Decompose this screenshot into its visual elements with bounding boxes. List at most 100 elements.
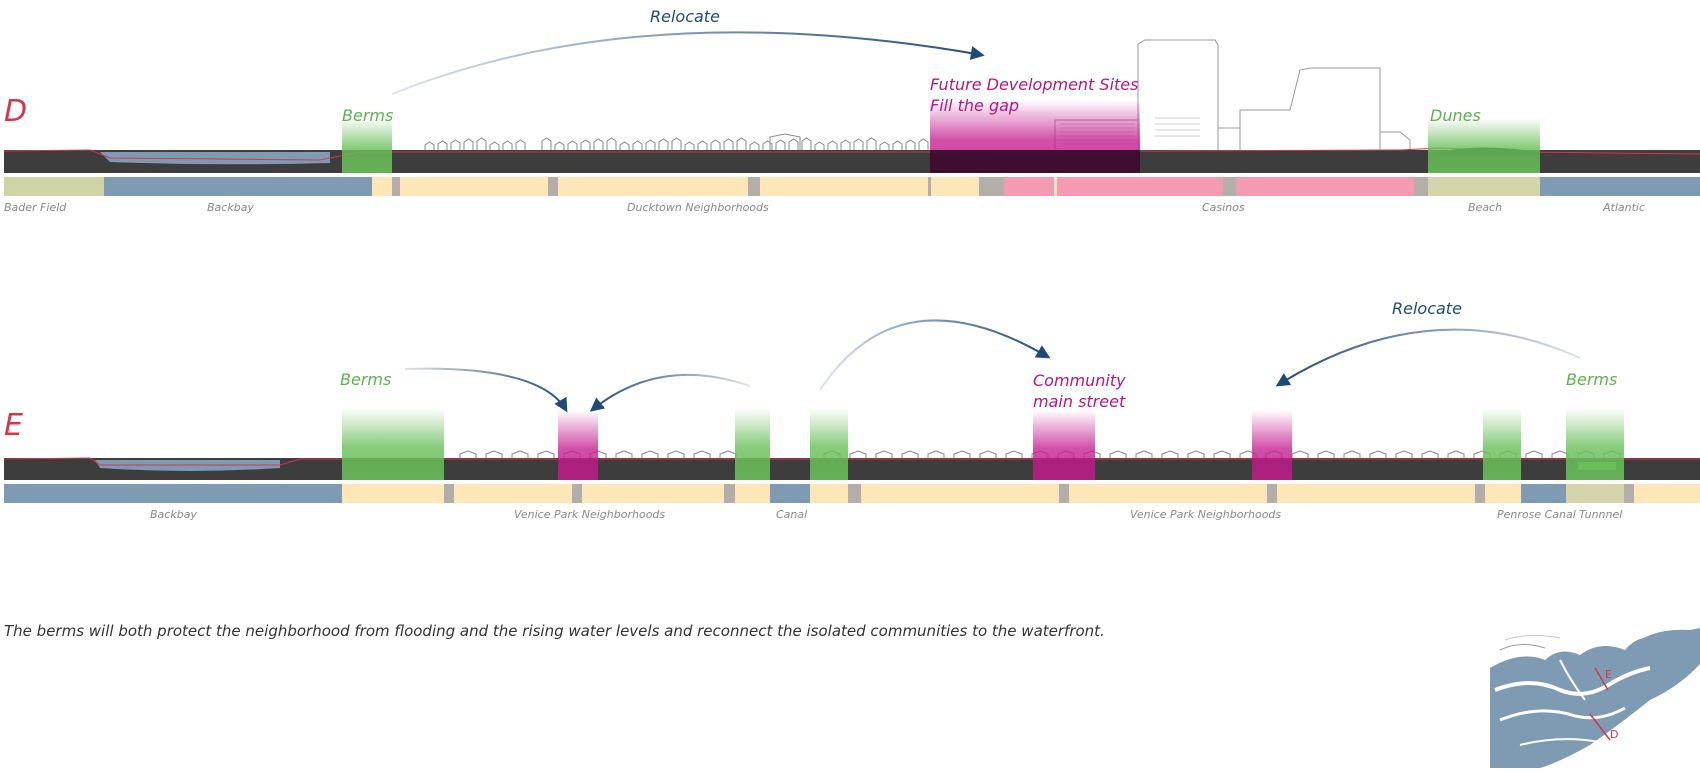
relocate-arrow-e xyxy=(1275,328,1581,387)
dev-dark-d xyxy=(930,150,1140,173)
zone-label-venice-park-2: Venice Park Neighborhoods xyxy=(1130,508,1282,521)
house-outline xyxy=(658,138,669,151)
berm-highlight-e3 xyxy=(810,408,848,480)
house-outline xyxy=(719,450,737,459)
map-marker-d: D xyxy=(1610,728,1619,741)
house-outline xyxy=(693,450,711,459)
zone-bar-d xyxy=(4,177,1700,196)
main-street-highlight-e1 xyxy=(558,410,598,480)
house-outline xyxy=(593,138,604,151)
section-marker-d xyxy=(1589,713,1611,741)
zone-label-beach: Beach xyxy=(1468,201,1503,214)
house-outline xyxy=(511,450,529,459)
main-street-highlight-e2 xyxy=(1033,410,1095,480)
berms-label-e-right: Berms xyxy=(1566,370,1618,389)
house-outline xyxy=(1421,450,1439,459)
dev-label-line2: Fill the gap xyxy=(930,96,1020,115)
zone-label-venice-park-1: Venice Park Neighborhoods xyxy=(514,508,666,521)
dunes-label-d: Dunes xyxy=(1430,106,1481,125)
house-outline xyxy=(667,450,685,459)
zone-bar-e xyxy=(4,484,1700,503)
arrow-berm-to-street xyxy=(404,367,568,413)
zone-label-canal: Canal xyxy=(776,508,808,521)
house-outline xyxy=(1161,450,1179,459)
house-outline xyxy=(1213,450,1231,459)
zone-label-bader-field: Bader Field xyxy=(4,201,67,214)
north-arrow-icon xyxy=(1690,754,1696,762)
section-d-letter: D xyxy=(4,94,28,129)
house-outline xyxy=(641,450,659,459)
arrow-canal-to-community xyxy=(819,319,1051,391)
house-outline xyxy=(632,140,643,151)
house-outline xyxy=(684,141,695,151)
house-outline xyxy=(1109,450,1127,459)
house-outline xyxy=(1447,450,1465,459)
berm-highlight-e4 xyxy=(1483,408,1521,480)
ducktown-houses xyxy=(424,133,929,151)
zone-label-backbay-e: Backbay xyxy=(150,508,197,521)
house-outline xyxy=(1291,450,1309,459)
relocate-arrow-d xyxy=(391,31,985,95)
house-outline xyxy=(879,141,890,151)
house-outline xyxy=(979,450,997,459)
house-outline xyxy=(476,137,487,151)
house-outline xyxy=(814,141,825,151)
berm-highlight-e1 xyxy=(342,408,444,480)
berms-label-e-left: Berms xyxy=(340,370,392,389)
house-outline xyxy=(424,141,435,151)
house-outline xyxy=(775,139,786,151)
community-label-line2: main street xyxy=(1033,392,1126,411)
section-d-graphic xyxy=(3,31,1700,196)
zone-label-penrose-canal: Penrose Canal xyxy=(1497,508,1576,521)
zone-label-backbay-d: Backbay xyxy=(207,201,254,214)
house-outline xyxy=(736,137,747,151)
house-outline xyxy=(450,139,461,151)
house-outline xyxy=(606,137,617,151)
house-outline xyxy=(710,139,721,151)
ground-top-line-e xyxy=(3,457,1700,466)
house-outline xyxy=(489,141,500,151)
house-outline xyxy=(1343,450,1361,459)
house-outline xyxy=(437,140,448,151)
section-e-graphic xyxy=(3,319,1700,503)
house-outline xyxy=(840,139,851,151)
house-outline xyxy=(853,138,864,151)
map-marker-e: E xyxy=(1605,668,1612,681)
house-outline xyxy=(671,137,682,151)
house-outline xyxy=(866,137,877,151)
ground-d xyxy=(4,150,1700,173)
zone-label-casinos: Casinos xyxy=(1202,201,1245,214)
house-outline xyxy=(615,450,633,459)
house-outline xyxy=(762,140,773,151)
house-outline xyxy=(541,137,552,151)
main-street-highlight-e3 xyxy=(1252,410,1292,480)
house-outline xyxy=(1395,450,1413,459)
house-outline xyxy=(1369,450,1387,459)
house-outline xyxy=(1551,450,1569,459)
house-outline xyxy=(953,450,971,459)
house-outline xyxy=(1135,450,1153,459)
house-outline xyxy=(619,141,630,151)
house-outline xyxy=(502,140,513,151)
zone-label-atlantic: Atlantic xyxy=(1603,201,1646,214)
house-outline xyxy=(645,139,656,151)
berm-highlight-d xyxy=(342,118,392,173)
house-outline xyxy=(905,139,916,151)
house-outline xyxy=(1317,450,1335,459)
house-outline xyxy=(918,138,929,151)
house-outline xyxy=(827,140,838,151)
community-label-line1: Community xyxy=(1033,371,1126,390)
tunnel-block xyxy=(1578,462,1616,470)
house-outline xyxy=(849,450,867,459)
berms-label-d: Berms xyxy=(342,106,394,125)
zone-label-tunnel: Tunnnel xyxy=(1579,508,1623,521)
house-outline xyxy=(580,139,591,151)
section-e-letter: E xyxy=(4,408,23,443)
house-outline xyxy=(769,133,801,151)
backbay-water-d xyxy=(100,152,330,165)
berm-highlight-e2 xyxy=(735,408,770,480)
house-outline xyxy=(1187,450,1205,459)
dev-label-line1: Future Development Sites xyxy=(930,75,1139,94)
house-outline xyxy=(485,450,503,459)
zone-label-ducktown: Ducktown Neighborhoods xyxy=(627,201,769,214)
